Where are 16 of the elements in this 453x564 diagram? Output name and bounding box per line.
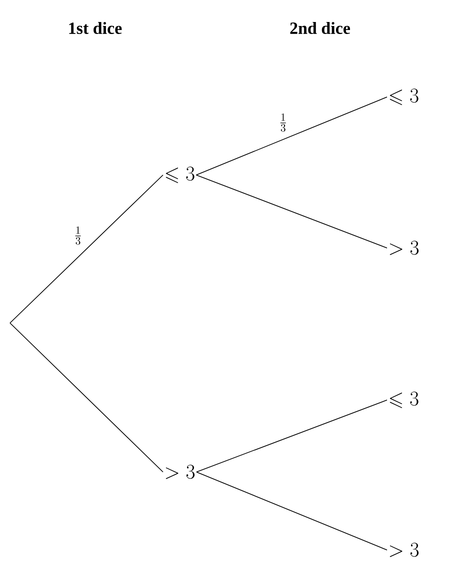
outcome-label: $\leqslant 3$ bbox=[166, 166, 194, 184]
branch-line bbox=[196, 174, 388, 248]
outcome-label: $> 3$ bbox=[390, 240, 419, 255]
probability-label: $\frac{1}{3}$ bbox=[280, 114, 286, 132]
branch-line bbox=[196, 96, 388, 176]
branch-line bbox=[196, 400, 388, 472]
outcome-label: $\leqslant 3$ bbox=[390, 392, 418, 408]
probability-label: $\frac{1}{3}$ bbox=[75, 226, 81, 245]
outcome-label: $\leqslant 3$ bbox=[390, 88, 418, 106]
column-heading: 1st dice bbox=[69, 22, 122, 34]
column-heading: 2nd dice bbox=[290, 22, 350, 34]
outcome-label: $> 3$ bbox=[390, 542, 419, 557]
branch-line bbox=[10, 174, 164, 324]
outcome-label: $> 3$ bbox=[166, 464, 195, 479]
branch-line bbox=[196, 472, 388, 550]
branch-line bbox=[10, 322, 164, 472]
